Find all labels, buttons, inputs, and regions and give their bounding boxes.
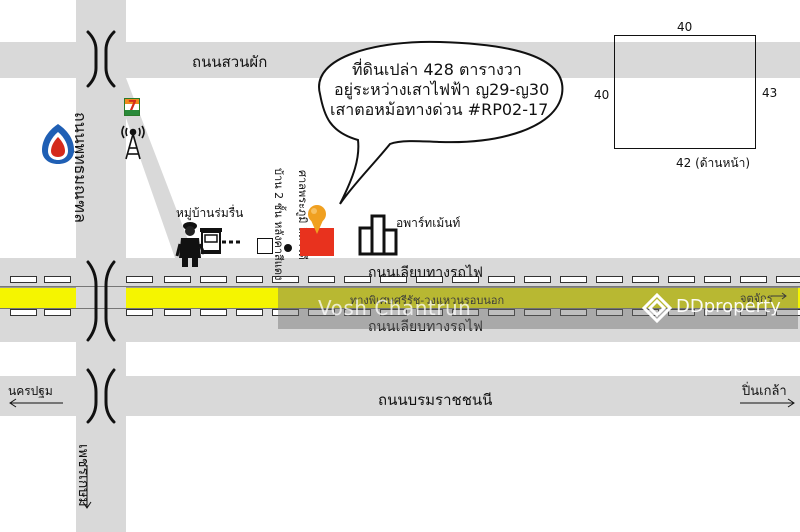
seven-eleven-icon: 7 (124, 98, 140, 116)
lane-dash (10, 276, 37, 283)
location-pin-icon (300, 205, 334, 256)
plot-dim-top: 40 (677, 20, 693, 34)
lane-dash (380, 276, 407, 283)
lane-dash (272, 276, 299, 283)
lane-dash (668, 309, 695, 316)
lane-dash (740, 276, 767, 283)
road-borommaratchachonnani (0, 376, 800, 416)
watermark-owner: Vosh Chantrun (318, 296, 472, 320)
lane-dash (44, 309, 71, 316)
lane-dash (632, 276, 659, 283)
lane-dash (416, 276, 443, 283)
callout-line-3: เสาตอหม้อทางด่วน #RP02-17 (330, 100, 549, 119)
lane-dash (344, 309, 371, 316)
lane-dash (740, 309, 767, 316)
lane-dash (164, 309, 191, 316)
lane-dash (10, 309, 37, 316)
lane-dash (308, 309, 335, 316)
lane-dash (776, 276, 800, 283)
road-label-railway-lower: ถนนเลียบทางรถไฟ (368, 319, 483, 335)
lane-dash (272, 309, 299, 316)
village-label: หมู่บ้านร่มรื่น (176, 206, 244, 220)
plot-dim-left: 40 (594, 88, 610, 102)
antenna-tower-icon (121, 125, 145, 160)
plot-outline (614, 35, 756, 149)
lane-line-bottom (0, 308, 800, 309)
direction-pin-klao: ปิ่นเกล้า (742, 384, 787, 399)
lane-dash (704, 276, 731, 283)
callout-bubble (318, 40, 564, 205)
lane-dash (452, 309, 479, 316)
seven-eleven-label: 7 (128, 99, 138, 114)
lane-dash (488, 276, 515, 283)
direction-chatuchak: จตุจักร (740, 292, 773, 305)
house-label: บ้าน 2 ชั้น หลังคาสีแดง (272, 168, 285, 281)
lane-dash (704, 309, 731, 316)
lane-dash (200, 276, 227, 283)
lane-dash (452, 276, 479, 283)
shrine-marker (284, 244, 292, 252)
guard-booth-icon (200, 228, 242, 254)
lane-dash (596, 276, 623, 283)
road-label-railway-upper: ถนนเลียบทางรถไฟ (368, 265, 483, 281)
direction-nakhon-pathom: นครปฐม (8, 384, 53, 398)
lane-dash (524, 276, 551, 283)
plot-dim-bottom: 42 (ด้านหน้า) (676, 156, 751, 170)
lane-dash (416, 309, 443, 316)
lane-dash (776, 309, 800, 316)
lane-dash (344, 276, 371, 283)
callout-line-2: อยู่ระหว่างเสาไฟฟ้า ญ29-ญ30 (334, 80, 550, 99)
watermark-overlay (278, 287, 798, 329)
lane-dash (560, 309, 587, 316)
lane-dash (126, 276, 153, 283)
lane-dash (488, 309, 515, 316)
house-marker (257, 238, 273, 254)
watermark-ddproperty: DDproperty (676, 296, 781, 317)
plot-dim-right: 43 (762, 86, 778, 100)
arrow-left-icon (9, 398, 63, 408)
callout-line-1: ที่ดินเปล่า 428 ตารางวา (352, 60, 522, 79)
lane-dash (308, 276, 335, 283)
lane-dash (668, 276, 695, 283)
apartment-label: อพาร์ทเม้นท์ (396, 216, 461, 230)
lane-dash (200, 309, 227, 316)
arrow-right-small-icon (771, 292, 787, 300)
lane-dash (126, 309, 153, 316)
apartment-icon (358, 214, 398, 256)
security-guard-icon (175, 222, 206, 267)
road-label-expressway: ทางพิเศษศรีรัช-วงแหวนรอบนอก (350, 294, 505, 307)
lane-dash (164, 276, 191, 283)
arrow-right-icon (740, 398, 795, 408)
lane-line-top (0, 286, 800, 287)
ddproperty-logo-icon (641, 292, 673, 324)
road-label-borommaratchachonnani: ถนนบรมราชชนนี (378, 391, 493, 409)
arrow-down-icon (82, 465, 92, 509)
lane-dash (44, 276, 71, 283)
road-label-suan-phak: ถนนสวนผัก (192, 53, 268, 71)
lane-dash (524, 309, 551, 316)
lane-dash (596, 309, 623, 316)
lane-dash (236, 309, 263, 316)
ptt-station-icon (42, 124, 74, 164)
lane-dash (380, 309, 407, 316)
lane-dash (560, 276, 587, 283)
lane-dash (236, 276, 263, 283)
